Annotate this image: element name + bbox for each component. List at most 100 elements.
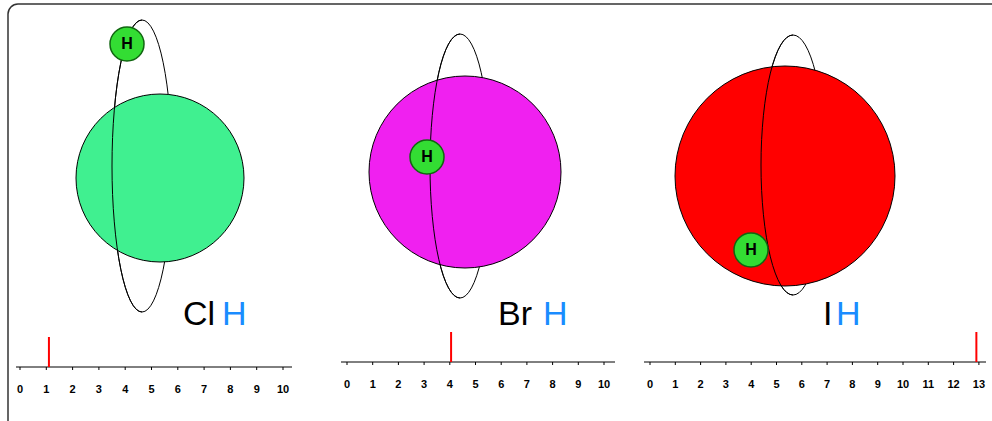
scale-number: 2 [698, 379, 704, 390]
scale-tick [230, 367, 231, 370]
scale-number: 5 [472, 379, 478, 390]
scale-number: 6 [799, 379, 805, 390]
element-symbol: Cl [183, 296, 215, 330]
scale-tick [204, 367, 205, 370]
hydrogen-atom: H [109, 26, 145, 62]
scale-tick [256, 367, 257, 370]
orbit-front [112, 20, 142, 312]
value-marker [975, 332, 977, 362]
scale-tick [776, 362, 777, 365]
element-symbol: H [543, 296, 568, 330]
scale-tick [177, 367, 178, 370]
scale-number: 7 [201, 384, 207, 395]
scale-line [341, 362, 615, 363]
scale [644, 332, 986, 365]
scale-tick [877, 362, 878, 365]
value-marker [450, 332, 452, 362]
scale-tick [151, 367, 152, 370]
scale-tick [700, 362, 701, 365]
scale-number: 13 [973, 379, 985, 390]
atom-symbol: H [733, 232, 769, 268]
scale [16, 337, 292, 370]
value-marker [48, 337, 50, 367]
atom-symbol: H [109, 26, 145, 62]
scale-tick [526, 362, 527, 365]
scale-tick [953, 362, 954, 365]
scale-tick [372, 362, 373, 365]
scale-tick [475, 362, 476, 365]
scale-number: 8 [550, 379, 556, 390]
hydrogen-atom: H [733, 232, 769, 268]
scale-tick [424, 362, 425, 365]
scale [341, 332, 615, 365]
scale-tick [501, 362, 502, 365]
scale-tick [827, 362, 828, 365]
scale-tick [903, 362, 904, 365]
scale-number: 3 [96, 384, 102, 395]
scale-number: 0 [344, 379, 350, 390]
chlorine-atom [76, 94, 244, 262]
scale-number: 5 [148, 384, 154, 395]
scale-tick [125, 367, 126, 370]
scale-number: 7 [824, 379, 830, 390]
scale-tick [675, 362, 676, 365]
scale-number: 8 [227, 384, 233, 395]
scale-number: 2 [395, 379, 401, 390]
scale-number: 9 [575, 379, 581, 390]
scale-number: 10 [277, 384, 289, 395]
scale-number: 7 [524, 379, 530, 390]
scale-number: 12 [947, 379, 959, 390]
element-symbol: I [823, 296, 832, 330]
scale-number: 9 [875, 379, 881, 390]
scale-tick [72, 367, 73, 370]
scale-tick [283, 367, 284, 370]
scale-number: 9 [254, 384, 260, 395]
scale-tick [852, 362, 853, 365]
scale-tick [20, 367, 21, 370]
element-symbol: H [836, 296, 861, 330]
element-symbol: Br [498, 296, 532, 330]
scale-number: 2 [70, 384, 76, 395]
scale-tick [46, 367, 47, 370]
scale-number: 4 [748, 379, 754, 390]
scale-tick [751, 362, 752, 365]
scale-tick [801, 362, 802, 365]
panel-border [8, 4, 992, 421]
bromine-atom [369, 76, 561, 268]
hydrogen-fill [734, 233, 768, 267]
scale-number: 11 [922, 379, 934, 390]
scale-line [644, 362, 986, 363]
scale-tick [725, 362, 726, 365]
scale-number: 4 [447, 379, 453, 390]
scale-tick [604, 362, 605, 365]
scale-number: 3 [723, 379, 729, 390]
hydrogen-fill [110, 27, 144, 61]
element-symbol: H [222, 296, 247, 330]
scale-number: 1 [672, 379, 678, 390]
hydrogen-fill [410, 140, 444, 174]
scale-tick [98, 367, 99, 370]
scale-line [16, 367, 292, 368]
scale-tick [578, 362, 579, 365]
scale-tick [552, 362, 553, 365]
scale-tick [978, 362, 979, 365]
iodine-atom [675, 66, 895, 286]
scale-number: 10 [897, 379, 909, 390]
hydrogen-atom: H [409, 139, 445, 175]
scale-number: 3 [421, 379, 427, 390]
scale-tick [449, 362, 450, 365]
scale-number: 10 [598, 379, 610, 390]
scale-tick [928, 362, 929, 365]
scale-number: 8 [849, 379, 855, 390]
scale-number: 1 [370, 379, 376, 390]
scale-tick [347, 362, 348, 365]
scale-number: 5 [773, 379, 779, 390]
scale-number: 1 [43, 384, 49, 395]
scale-number: 4 [122, 384, 128, 395]
scale-number: 0 [647, 379, 653, 390]
scale-tick [398, 362, 399, 365]
scales [16, 332, 986, 370]
scale-number: 0 [17, 384, 23, 395]
atom-symbol: H [409, 139, 445, 175]
